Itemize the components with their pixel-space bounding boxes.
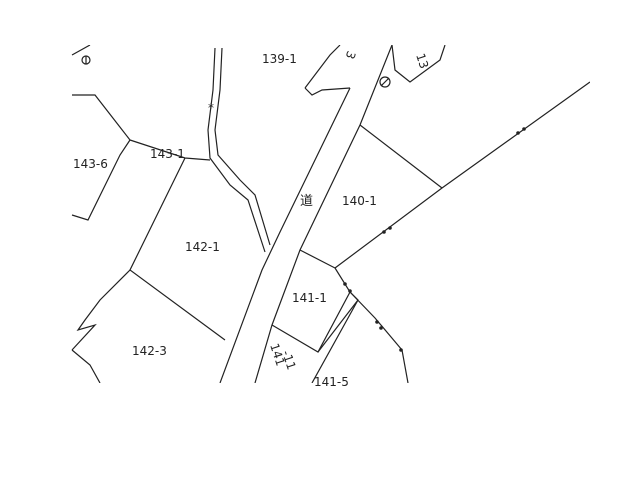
road-label: 道: [300, 194, 313, 209]
parcel-label-141: 141: [267, 342, 287, 368]
parcel-141-5-inner: [317, 299, 359, 353]
parcel-label-13x: 13: [413, 52, 431, 71]
stream-line-a: [207, 47, 266, 253]
parcel-label-3x: 3: [343, 49, 359, 61]
parcel-140-1-right: [334, 81, 590, 269]
parcel-label-141-5: 141-5: [314, 375, 349, 389]
road-edge-right: [254, 45, 393, 383]
marker-dot: [388, 226, 392, 230]
marker-dot: [522, 127, 526, 131]
marker-dot: [382, 230, 386, 234]
parcel-13x-boundary: [391, 45, 446, 83]
parcel-label-143-6: 143-6: [73, 157, 108, 171]
marker-dot: [516, 131, 520, 135]
marker-dot: [399, 348, 403, 352]
parcel-143-6-boundary: [71, 94, 131, 221]
parcel-141-1-boundary: [271, 267, 351, 353]
marker-dot: [343, 282, 347, 286]
road-edge-left: [219, 87, 351, 383]
parcel-141-5-boundary: [349, 291, 409, 383]
benchmark-circle-icon: [379, 76, 391, 88]
parcel-140-1-top: [359, 124, 443, 189]
parcel-label-141-1: 141-1: [292, 291, 327, 305]
parcel-140-1-bottom: [299, 249, 336, 269]
parcel-label-142-3: 142-3: [132, 344, 167, 358]
parcel-left-edge: [71, 45, 91, 56]
benchmark-tick: [380, 77, 390, 87]
boundary-markers: [343, 127, 526, 352]
parcel-139-1-lower: [304, 87, 351, 96]
parcel-label-139-1: 139-1: [262, 52, 297, 66]
stream-line-b: [214, 47, 271, 246]
parcel-139-1-boundary: [304, 45, 341, 89]
parcel-label-142-1: 142-1: [185, 240, 220, 254]
marker-dot: [348, 289, 352, 293]
marker-dot: [379, 326, 383, 330]
parcel-label-143-1: 143-1: [150, 147, 185, 161]
asterisk-marker: *: [208, 101, 214, 115]
parcel-142-3-bottom: [71, 349, 101, 383]
parcel-141-11-boundary: [311, 291, 359, 383]
parcel-142-3-boundary: [71, 269, 131, 351]
marker-dot: [375, 320, 379, 324]
parcel-label-141-11: -11: [279, 349, 298, 372]
parcel-label-140-1: 140-1: [342, 194, 377, 208]
